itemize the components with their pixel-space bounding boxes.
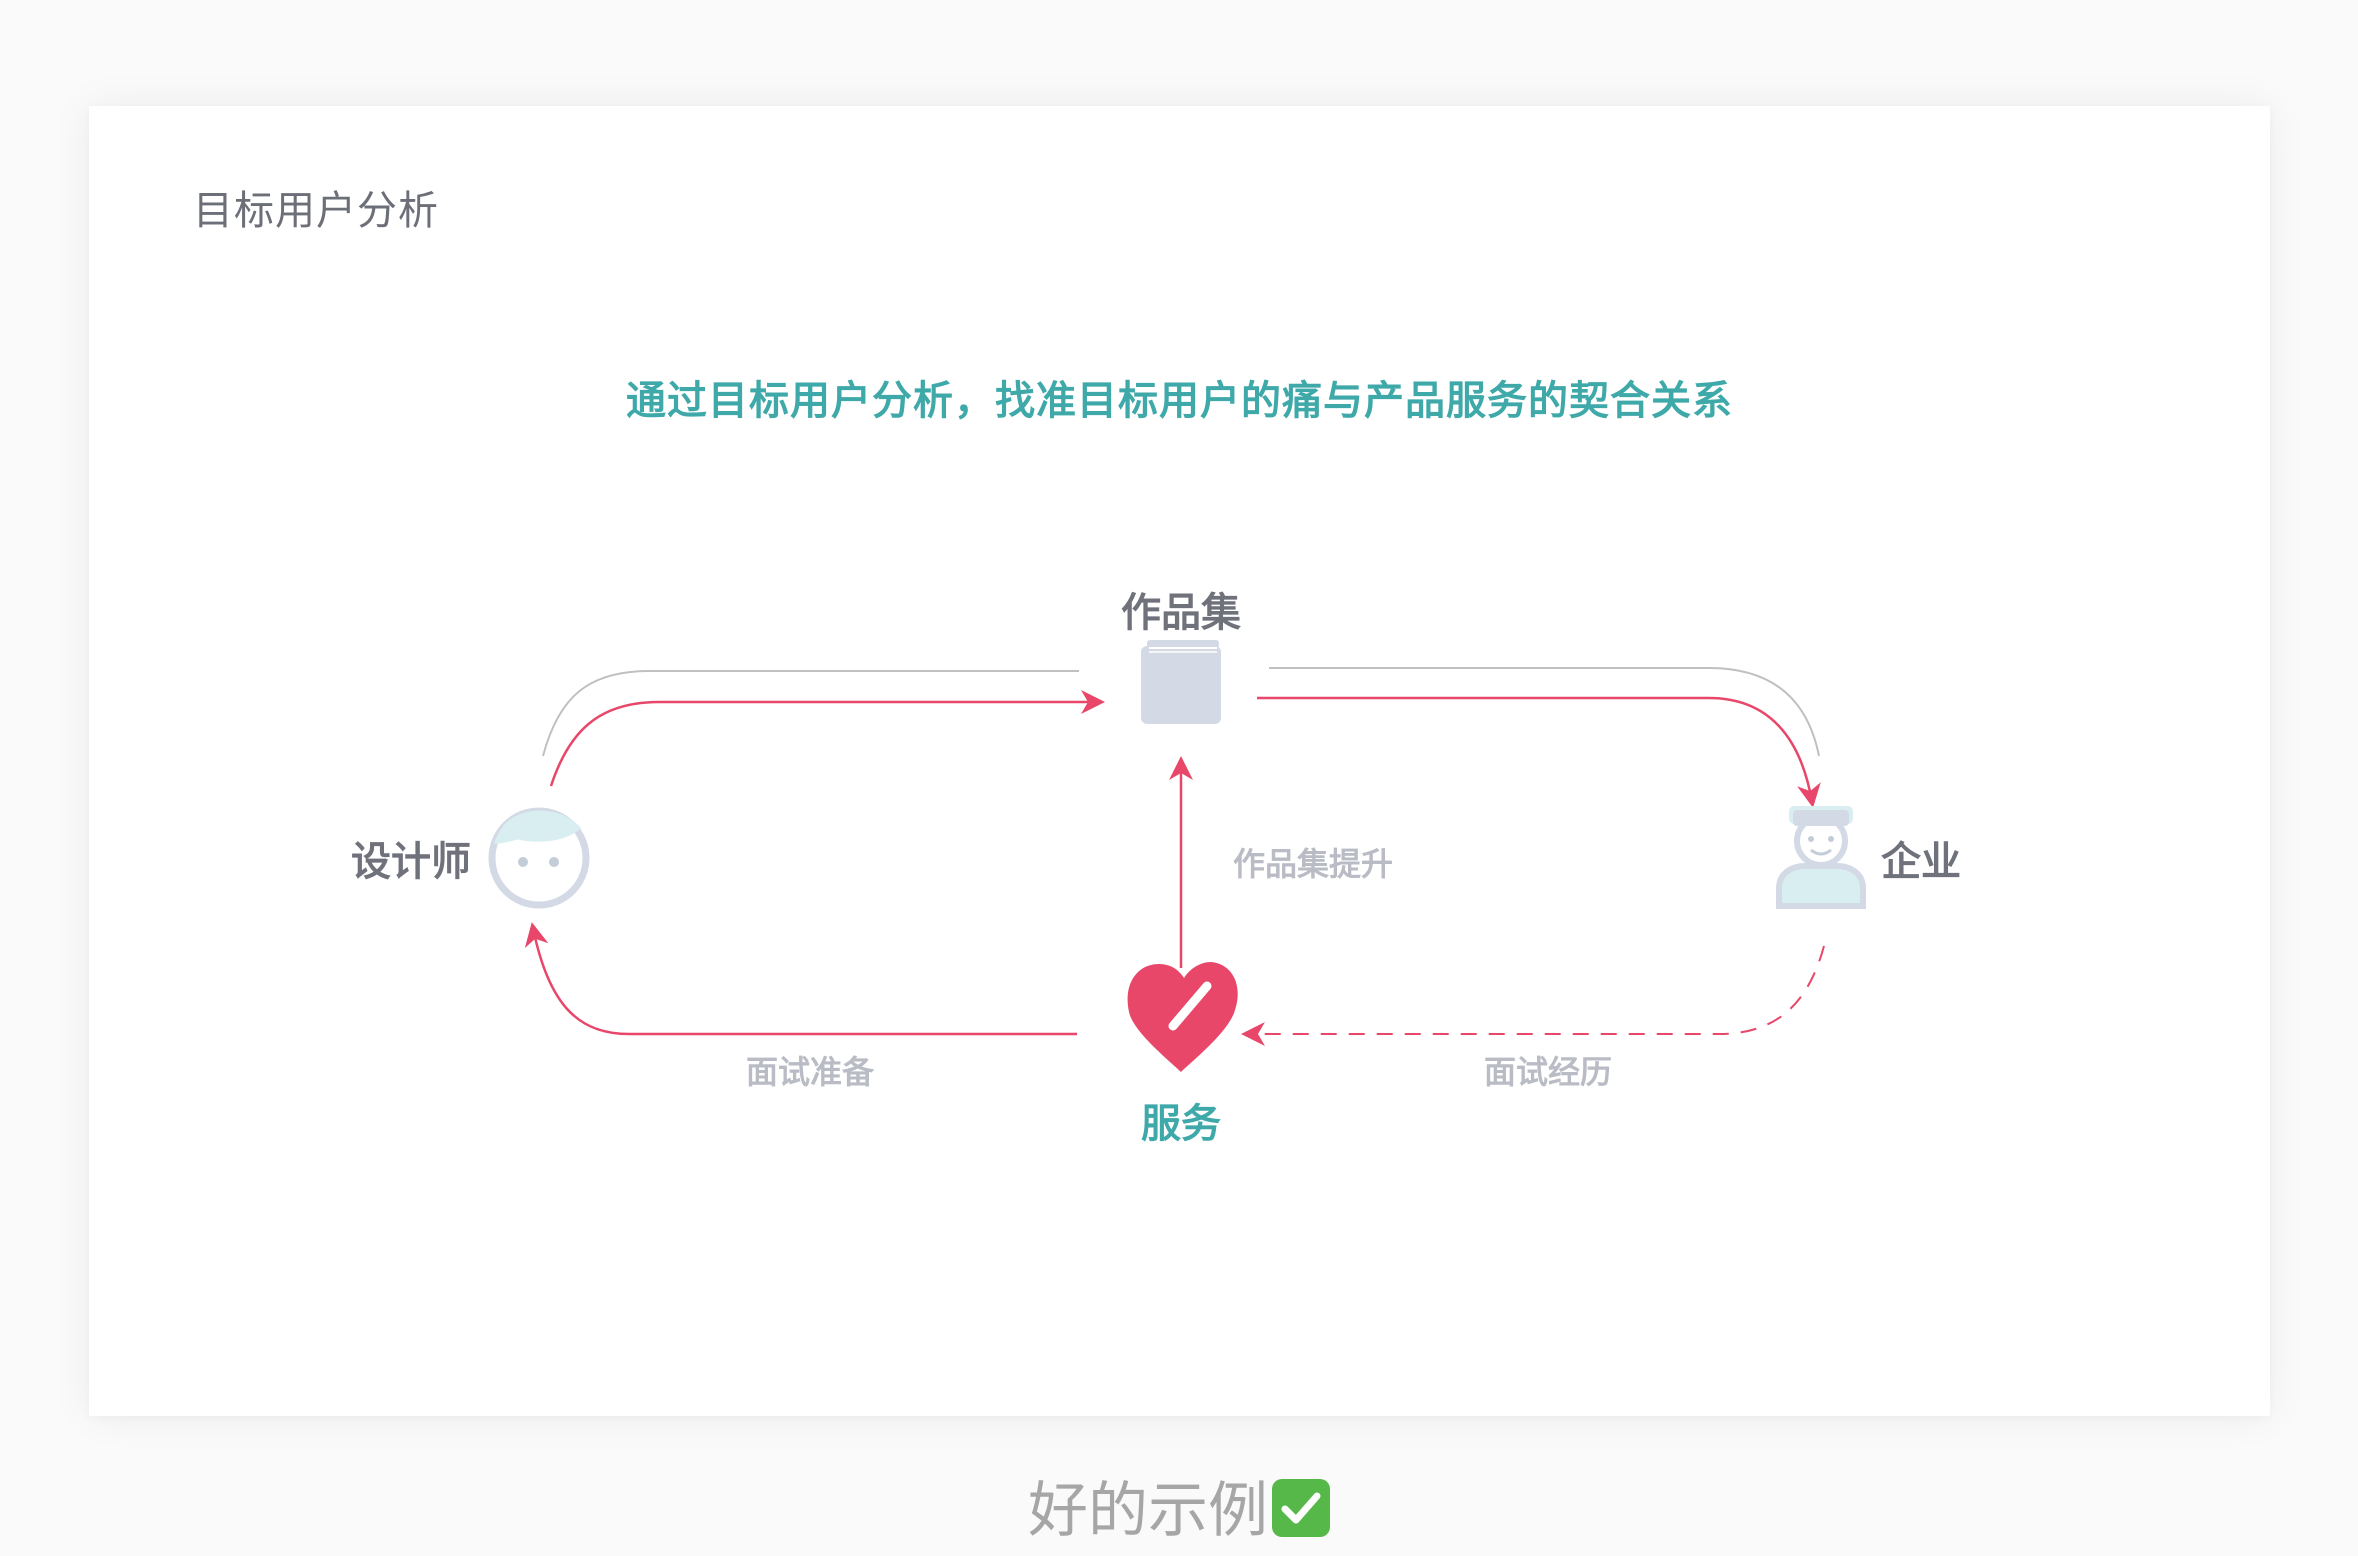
heart-icon <box>1127 962 1238 1072</box>
arrow-designer-to-portfolio <box>549 690 1105 787</box>
node-label-portfolio: 作品集 <box>1121 590 1241 636</box>
arrow-company-to-service <box>1241 945 1825 1046</box>
edge-label-portfolio-up: 作品集提升 <box>1232 845 1394 883</box>
arrow-portfolio-to-company <box>1257 696 1821 808</box>
check-icon <box>1272 1479 1330 1537</box>
analysis-card: 目标用户分析 通过目标用户分析，找准目标用户的痛与产品服务的契合关系 <box>89 106 2270 1416</box>
node-label-designer: 设计师 <box>351 839 471 885</box>
face-icon <box>488 807 590 909</box>
book-icon <box>1141 640 1221 724</box>
node-label-service: 服务 <box>1141 1101 1221 1147</box>
edge-label-interview-exp: 面试经历 <box>1483 1053 1613 1091</box>
arrow-service-to-designer <box>524 922 1077 1036</box>
edge-label-interview-prep: 面试准备 <box>745 1053 875 1091</box>
person-icon <box>1776 806 1866 909</box>
caption: 好的示例 <box>0 1462 2358 1549</box>
caption-text: 好的示例 <box>1028 1476 1268 1546</box>
headline: 通过目标用户分析，找准目标用户的痛与产品服务的契合关系 <box>626 378 1733 424</box>
gray-arc-left <box>542 670 1079 757</box>
card-title: 目标用户分析 <box>193 188 439 234</box>
gray-arc-right <box>1269 667 1820 757</box>
relationship-diagram <box>488 640 1866 1072</box>
node-label-company: 企业 <box>1881 839 1961 885</box>
